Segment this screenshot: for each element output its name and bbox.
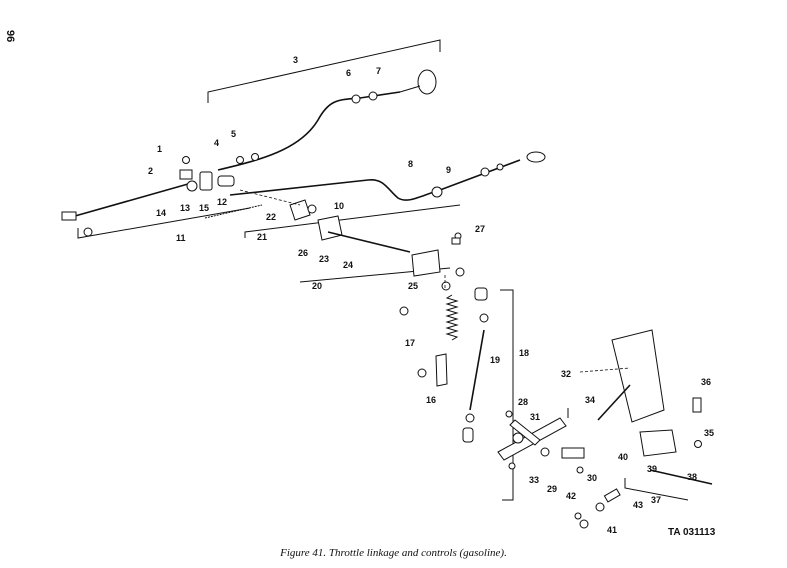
- pedal-40: [611, 329, 665, 423]
- cable-middle: [229, 159, 521, 201]
- callout-40: 40: [618, 452, 628, 462]
- callout-36: 36: [701, 377, 711, 387]
- bracket-item-37: [624, 478, 689, 501]
- shaft-24: [327, 231, 411, 253]
- callout-2: 2: [148, 166, 153, 176]
- callout-11: 11: [176, 233, 186, 243]
- rod-14: [74, 183, 189, 217]
- callout-29: 29: [547, 484, 557, 494]
- callout-13: 13: [180, 203, 190, 213]
- callout-37: 37: [651, 495, 661, 505]
- rod-19: [469, 329, 485, 411]
- cable-upper: [217, 91, 401, 171]
- callout-38: 38: [687, 472, 697, 482]
- callout-18: 18: [519, 348, 529, 358]
- callout-33: 33: [529, 475, 539, 485]
- callout-43: 43: [633, 500, 643, 510]
- callout-23: 23: [319, 254, 329, 264]
- callout-labels: 1 2 3 4 5 6 7 8 9 10 11 12 13 14 15 16 1…: [148, 55, 714, 535]
- bracket-16: [435, 353, 448, 387]
- callout-21: 21: [257, 232, 267, 242]
- callout-28: 28: [518, 397, 528, 407]
- callout-20: 20: [312, 281, 322, 291]
- shaft-38: [649, 469, 713, 485]
- callout-7: 7: [376, 66, 381, 76]
- knob-upper: [417, 69, 437, 95]
- callout-19: 19: [490, 355, 500, 365]
- callout-10a: 10: [334, 201, 344, 211]
- callout-17: 17: [405, 338, 415, 348]
- bracket-39: [639, 429, 677, 457]
- callout-14: 14: [156, 208, 166, 218]
- bracket-item-3: [207, 39, 441, 103]
- rod-34: [597, 384, 631, 421]
- callout-39: 39: [647, 464, 657, 474]
- callout-1: 1: [157, 144, 162, 154]
- callout-35: 35: [704, 428, 714, 438]
- callout-4: 4: [214, 138, 219, 148]
- callout-41: 41: [607, 525, 617, 535]
- callout-22: 22: [266, 212, 276, 222]
- callout-3: 3: [293, 55, 298, 65]
- callout-6: 6: [346, 68, 351, 78]
- callout-12: 12: [217, 197, 227, 207]
- clevis-12: [199, 171, 213, 191]
- spring-17: [445, 294, 459, 341]
- callout-34: 34: [585, 395, 595, 405]
- callout-5: 5: [231, 129, 236, 139]
- callout-24: 24: [343, 260, 353, 270]
- callout-27: 27: [475, 224, 485, 234]
- ta-code: TA 031113: [668, 527, 716, 538]
- callout-26: 26: [298, 248, 308, 258]
- callout-15: 15: [199, 203, 209, 213]
- callout-8: 8: [408, 159, 413, 169]
- bracket-item-18: [500, 289, 514, 501]
- bracket-item-11: [77, 207, 251, 239]
- figure-caption: Figure 41. Throttle linkage and controls…: [280, 547, 507, 559]
- callout-31: 31: [530, 412, 540, 422]
- knob-middle: [526, 151, 546, 163]
- callout-30: 30: [587, 473, 597, 483]
- callout-32: 32: [561, 369, 571, 379]
- callout-25: 25: [408, 281, 418, 291]
- callout-42: 42: [566, 491, 576, 501]
- callout-9: 9: [446, 165, 451, 175]
- callout-16: 16: [426, 395, 436, 405]
